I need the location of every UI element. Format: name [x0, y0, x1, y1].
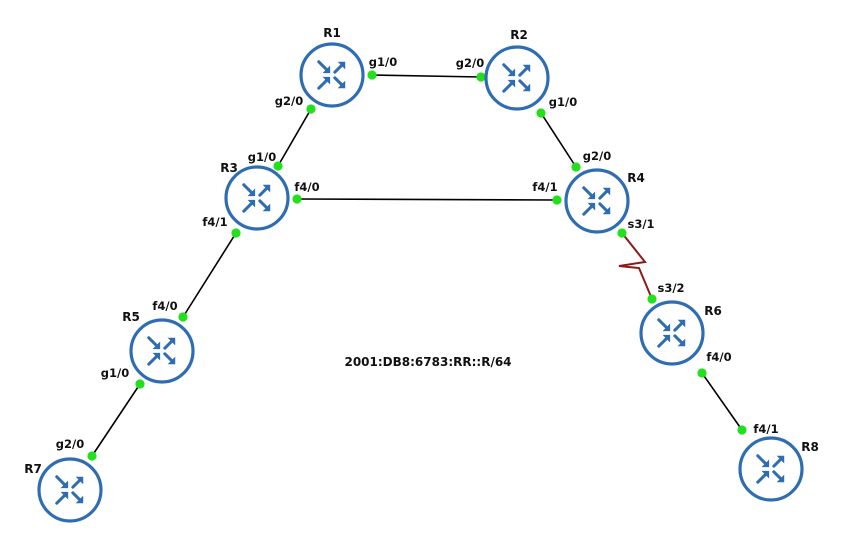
addressing-note: 2001:DB8:6783:RR::R/64 [344, 355, 511, 369]
router-r5[interactable] [129, 318, 195, 384]
port-label-r3-f4-0: f4/0 [294, 180, 319, 194]
ethernet-link-r1-r3[interactable] [277, 108, 312, 167]
port-dot-r6-f4-0 [697, 368, 707, 378]
router-label-r4: R4 [627, 171, 645, 185]
router-label-r1: R1 [323, 26, 341, 40]
port-dot-r5-f4-0 [178, 312, 188, 322]
port-dot-r2-g2-0 [476, 72, 486, 82]
ethernet-link-r5-r7[interactable] [91, 383, 141, 457]
serial-link-r4-r6[interactable] [618, 232, 653, 300]
port-label-r5-g1-0: g1/0 [101, 366, 129, 380]
router-label-r6: R6 [704, 304, 722, 318]
port-label-r1-g2-0: g2/0 [275, 94, 303, 108]
links-layer [91, 74, 743, 457]
port-label-r4-g2-0: g2/0 [583, 149, 611, 163]
router-label-r3: R3 [220, 161, 238, 175]
router-label-r7: R7 [24, 462, 42, 476]
port-labels-layer: g1/0 g2/0 g2/0 g1/0 g1/0 g2/0 f4/0 f4/1 f4/1 f4/0… [24, 26, 819, 476]
router-r3[interactable] [224, 165, 290, 231]
ethernet-link-r1-r2[interactable] [371, 74, 482, 78]
router-ring [639, 300, 705, 366]
router-r2[interactable] [484, 45, 550, 111]
router-r4[interactable] [564, 168, 630, 234]
router-ring [738, 436, 804, 502]
port-dot-r4-f4-1 [552, 195, 562, 205]
port-label-r1-g1-0: g1/0 [369, 55, 397, 69]
port-dots-layer [87, 70, 747, 461]
port-label-r2-g1-0: g1/0 [549, 95, 577, 109]
port-dot-r3-f4-1 [231, 228, 241, 238]
router-ring [37, 457, 103, 523]
router-ring [299, 42, 365, 108]
ethernet-link-r3-r4[interactable] [296, 198, 558, 201]
port-dot-r5-g1-0 [135, 379, 145, 389]
port-dot-r1-g2-0 [306, 104, 316, 114]
port-dot-r2-g1-0 [536, 108, 546, 118]
router-ring [564, 168, 630, 234]
router-ring [129, 318, 195, 384]
port-label-r4-f4-1: f4/1 [532, 180, 557, 194]
port-label-r8-f4-1: f4/1 [753, 422, 778, 436]
ethernet-link-r2-r4[interactable] [540, 112, 577, 168]
port-dot-r1-g1-0 [367, 70, 377, 80]
router-r1[interactable] [299, 42, 365, 108]
port-dot-r8-f4-1 [737, 425, 747, 435]
router-label-r2: R2 [510, 28, 528, 42]
port-label-r5-f4-0: f4/0 [152, 299, 177, 313]
port-label-r3-g1-0: g1/0 [248, 150, 276, 164]
ethernet-link-r3-r5[interactable] [182, 232, 237, 318]
port-label-r3-f4-1: f4/1 [202, 215, 227, 229]
router-r7[interactable] [37, 457, 103, 523]
router-r6[interactable] [639, 300, 705, 366]
port-label-r6-s3-2: s3/2 [657, 281, 684, 295]
router-ring [484, 45, 550, 111]
router-r8[interactable] [738, 436, 804, 502]
port-dot-r4-g2-0 [571, 162, 581, 172]
router-label-r5: R5 [122, 310, 140, 324]
port-dot-r6-s3-2 [647, 294, 657, 304]
port-label-r2-g2-0: g2/0 [456, 56, 484, 70]
router-label-r8: R8 [801, 440, 819, 454]
port-dot-r3-g1-0 [273, 161, 283, 171]
port-dot-r4-s3-1 [617, 228, 627, 238]
ethernet-link-r6-r8[interactable] [701, 372, 743, 431]
port-label-r7-g2-0: g2/0 [56, 437, 84, 451]
port-label-r4-s3-1: s3/1 [627, 217, 654, 231]
port-dot-r7-g2-0 [87, 451, 97, 461]
port-label-r6-f4-0: f4/0 [706, 350, 731, 364]
router-ring [224, 165, 290, 231]
routers-layer [37, 42, 804, 523]
port-dot-r3-f4-0 [292, 194, 302, 204]
